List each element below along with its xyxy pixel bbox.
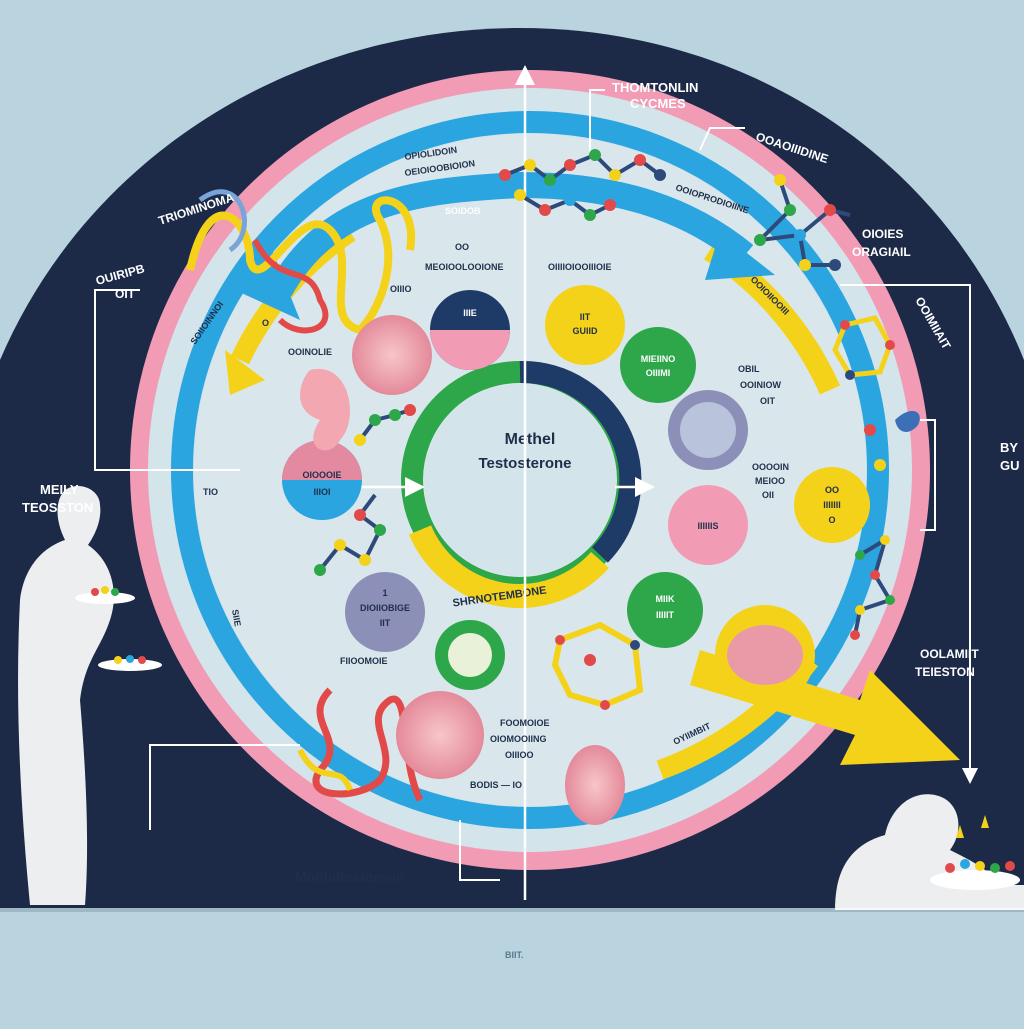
right-outer-mid-1: OIOIES: [862, 227, 903, 241]
dot-right-2: [874, 459, 886, 471]
yellow-arrow-left-head: [225, 350, 265, 395]
molecule-left-upper: [354, 404, 416, 446]
inner-a4: OIIIO: [390, 284, 412, 294]
person-right-eating: [835, 794, 1024, 910]
molecule-cluster-right-top: [754, 174, 851, 271]
green-bottom-circle: [627, 572, 703, 648]
purple-left-label-3: IIT: [380, 618, 391, 628]
yellow-right-label-2: IIIIIII: [823, 500, 841, 510]
molecule-right-low: [850, 535, 895, 640]
blue-arrow-top-head: [705, 232, 775, 280]
ring-left-small: O: [262, 318, 269, 328]
inner-f1: FOOMOIOE: [500, 718, 550, 728]
green-top-label-2: OIIIMI: [646, 368, 671, 378]
organ-shape: [300, 368, 350, 451]
inner-d3: OII: [762, 490, 774, 500]
molecule-left-mid: [314, 493, 386, 576]
green-bottom-label-2: IIIIIT: [656, 610, 675, 620]
person-left-label-2: TEOSSTON: [22, 500, 93, 515]
inner-f3: OIIIOO: [505, 750, 534, 760]
center-ring-navy: [519, 360, 642, 563]
yellow-top-label-2: GUIID: [572, 326, 598, 336]
protein-ribbon-left: [186, 196, 416, 335]
footer-text: BIIT.: [505, 950, 524, 960]
center-disc: [424, 384, 616, 576]
right-edge-1: BY: [1000, 440, 1018, 455]
center-ring-yellow: [408, 525, 609, 608]
purple-left-label-2: DIOIIOBIGE: [360, 603, 410, 613]
cell-bottom-left: [396, 691, 484, 779]
ring-left-tio: TIO: [203, 487, 218, 497]
green-top-circle: [620, 327, 696, 403]
connector-right-3: [920, 419, 936, 531]
inner-f2: OIOMOOIING: [490, 734, 547, 744]
right-edge-2: GU: [1000, 458, 1020, 473]
purple-left-label-1: 1: [382, 588, 387, 598]
ring-upper-arrow: SOIDOB: [445, 206, 481, 216]
inner-a2: MEOIOOLOOIONE: [425, 262, 504, 272]
connector-left-bottom: [149, 744, 300, 830]
right-low-1: OOLAMIIT: [920, 647, 979, 661]
connector-right-2: [840, 284, 978, 784]
connector-left-top: [94, 289, 240, 471]
right-low-2: TEIESTON: [915, 665, 975, 679]
dot-right-1: [864, 424, 876, 436]
inner-a1: OO: [455, 242, 469, 252]
purple-lens-inner: [680, 402, 736, 458]
ring-molecule-right: [832, 315, 895, 380]
inner-c1: OBIL: [738, 364, 760, 374]
connector-top: [589, 89, 605, 160]
navy-pink-label: IIIE: [463, 308, 477, 318]
inner-b1: OOINOLIE: [288, 347, 332, 357]
navy-pink-circle-lower: [430, 330, 510, 370]
top-label-2: CYCMES: [630, 96, 686, 111]
cell-top-left: [352, 315, 432, 395]
inner-d1: OOOOIN: [752, 462, 789, 472]
protein-ribbon-left-red: [252, 238, 329, 334]
yellow-right-circle: [794, 467, 870, 543]
pink-right-circle: [668, 485, 748, 565]
inner-d2: MEIOO: [755, 476, 785, 486]
inner-c2: OOINIOW: [740, 380, 782, 390]
bottom-caption: Mohhiltestorone: [295, 869, 404, 885]
yellow-top-label-1: IIT: [580, 312, 591, 322]
left-outer-label-3: OIT: [115, 287, 136, 301]
protein-ribbon-bottom: [312, 687, 424, 802]
purple-left-circle: [345, 572, 425, 652]
protein-ribbon-bottom-yellow: [297, 748, 353, 792]
brain-icon: [727, 625, 803, 685]
green-bottom-label-1: MIIK: [656, 594, 675, 604]
blue-left-label-2: IIIOI: [313, 487, 330, 497]
inner-c3: OIT: [760, 396, 776, 406]
green-top-label-1: MIEIINO: [641, 354, 676, 364]
right-outer-mid-2: ORAGIAIL: [852, 245, 911, 259]
yellow-right-label-3: O: [828, 515, 835, 525]
inner-a3: OIIIIOIOOIIIOIE: [548, 262, 612, 272]
inner-e1: FIIOOMOIE: [340, 656, 388, 666]
ring-bottom: BODIS — IO: [470, 780, 522, 790]
pink-right-label: IIIIIIS: [697, 521, 718, 531]
leaf-shape: [895, 410, 920, 432]
yellow-right-label-1: OO: [825, 485, 839, 495]
floor-line: [0, 908, 1024, 912]
molecule-cluster-top: [499, 149, 666, 221]
blue-arrow-left-head: [235, 250, 300, 320]
connector-right-1: [699, 127, 745, 151]
connector-bottom-mid: [459, 820, 500, 881]
cell-bottom-right: [565, 745, 625, 825]
person-left-label-1: MEILY: [40, 482, 79, 497]
center-title-1: Methel: [505, 431, 556, 448]
green-molecule-inner: [448, 633, 492, 677]
protein-ribbon-left-blue: [198, 189, 247, 253]
yellow-top-circle: [545, 285, 625, 365]
person-left-eating: [18, 485, 162, 905]
blue-left-label-1: OIOOOIE: [302, 470, 341, 480]
top-label-1: THOMTONLIN: [612, 80, 698, 95]
blue-left-circle-top: [282, 440, 362, 480]
ring-left-low: SIIE: [230, 609, 243, 627]
ring-molecule-bottom: [551, 621, 644, 710]
